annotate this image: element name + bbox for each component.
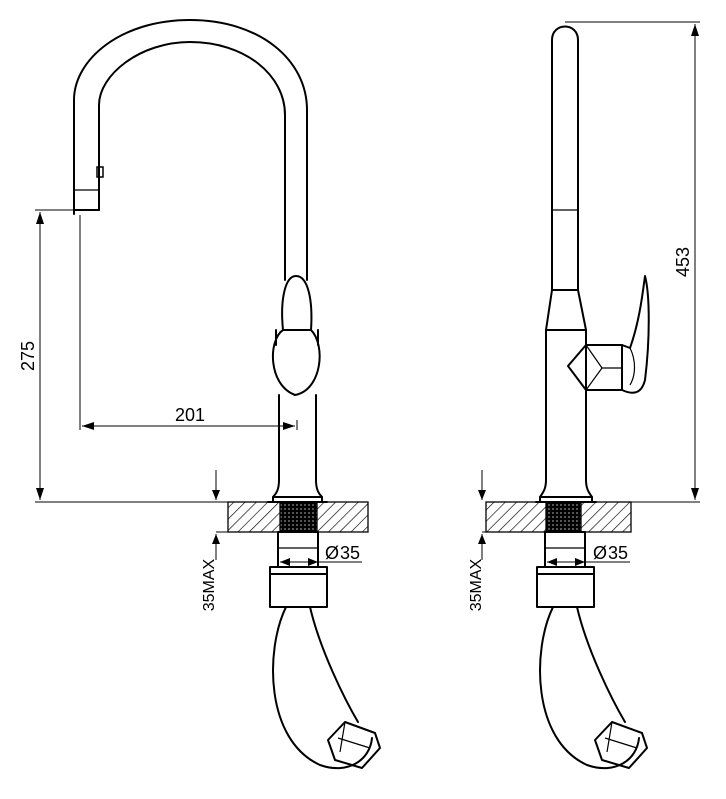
side-dimension-total-height: 453: [565, 21, 700, 503]
front-handle: [271, 275, 321, 396]
side-view: 453 Ø 35 35MAX: [468, 21, 700, 770]
front-thickness-label: 35MAX: [201, 558, 218, 611]
front-diameter-label: 35: [340, 543, 360, 563]
side-hose-weight: [594, 721, 648, 769]
side-handle: [567, 275, 650, 394]
side-countertop-section: [485, 501, 632, 533]
side-diameter-label: 35: [608, 543, 628, 563]
front-reach-label: 201: [175, 405, 205, 425]
front-height-label: 275: [18, 341, 38, 371]
front-view: 275 201 Ø 35 35MAX: [18, 19, 381, 770]
front-mounting-assembly: [269, 531, 328, 608]
side-hose-loop: [539, 606, 640, 770]
front-spout: [73, 19, 308, 281]
side-spout: [551, 25, 579, 291]
side-thickness-label: 35MAX: [468, 558, 485, 611]
front-hose-weight: [327, 721, 381, 769]
side-dimension-thickness: 35MAX: [468, 470, 546, 611]
front-countertop-section: [227, 501, 369, 533]
side-dimension-diameter: Ø 35: [547, 543, 630, 566]
side-total-height-label: 453: [673, 247, 693, 277]
front-dimension-reach: 201: [79, 215, 298, 430]
side-mounting-assembly: [536, 531, 595, 608]
front-dimension-height: 275: [18, 209, 230, 503]
side-diameter-symbol: Ø: [593, 543, 607, 563]
front-body: [272, 394, 323, 503]
front-dimension-diameter: Ø 35: [280, 543, 362, 566]
front-hose-loop: [272, 606, 373, 770]
side-body: [539, 329, 593, 503]
front-dimension-thickness: 35MAX: [201, 470, 280, 611]
front-diameter-symbol: Ø: [325, 543, 339, 563]
